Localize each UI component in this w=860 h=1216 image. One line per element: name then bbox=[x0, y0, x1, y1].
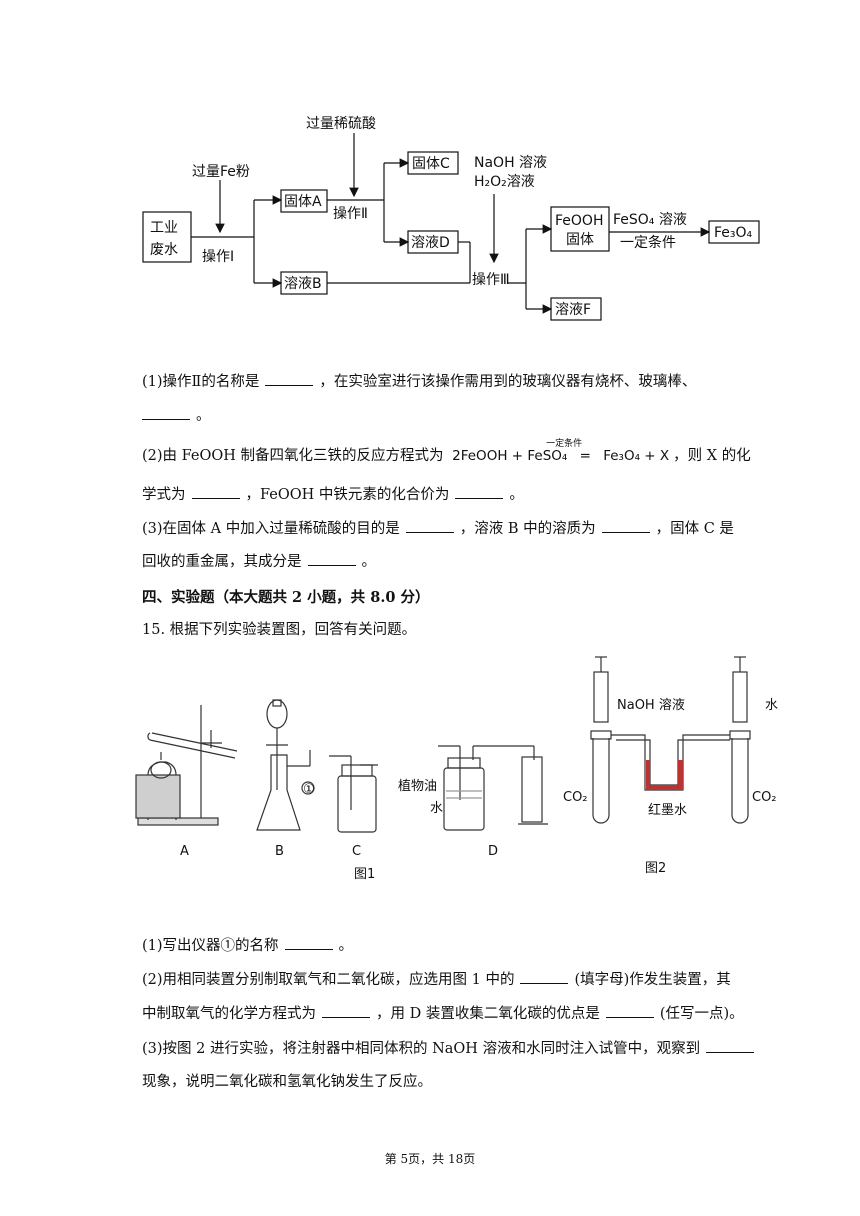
flow-reagent3-line2: H₂O₂溶液 bbox=[474, 174, 535, 190]
q14-part1-cont: 。 bbox=[142, 405, 211, 426]
flow-op2: 操作Ⅱ bbox=[333, 206, 368, 222]
answer-blank[interactable] bbox=[405, 518, 454, 533]
label-water2: 水 bbox=[765, 698, 778, 713]
flow-feooh-line2: 固体 bbox=[566, 232, 594, 248]
page-footer: 第 5页，共 18页 bbox=[384, 1152, 476, 1166]
label-water-d: 水 bbox=[430, 801, 443, 816]
flow-start-line1: 工业 bbox=[150, 220, 178, 236]
answer-blank[interactable] bbox=[142, 405, 190, 420]
q14-part2-cont: 学式为，FeOOH 中铁元素的化合价为。 bbox=[142, 484, 524, 505]
answer-blank[interactable] bbox=[284, 935, 333, 950]
q15-part3: (3)按图 2 进行实验，将注射器中相同体积的 NaOH 溶液和水同时注入试管中… bbox=[142, 1038, 760, 1059]
flow-feooh-line1: FeOOH bbox=[555, 213, 603, 229]
answer-blank[interactable] bbox=[605, 1003, 654, 1018]
flow-solidC: 固体C bbox=[412, 156, 450, 172]
flow-op3: 操作Ⅲ bbox=[472, 272, 510, 288]
answer-blank[interactable] bbox=[520, 969, 569, 984]
flow-reagent3-line1: NaOH 溶液 bbox=[474, 155, 547, 171]
q14-part2: (2)由 FeOOH 制备四氧化三铁的反应方程式为 2FeOOH + FeSO₄… bbox=[142, 439, 751, 464]
flow-start-line2: 废水 bbox=[150, 242, 178, 258]
flow-fe3o4: Fe₃O₄ bbox=[714, 225, 753, 241]
label-co2-left: CO₂ bbox=[563, 790, 588, 805]
flow-solutionB: 溶液B bbox=[284, 276, 322, 292]
q15-part2: (2)用相同装置分别制取氧气和二氧化碳，应选用图 1 中的(填字母)作发生装置，… bbox=[142, 969, 731, 990]
answer-blank[interactable] bbox=[265, 371, 314, 386]
answer-blank[interactable] bbox=[322, 1003, 370, 1018]
label-D: D bbox=[488, 844, 498, 859]
q15-stem: 15. 根据下列实验装置图，回答有关问题。 bbox=[142, 622, 417, 638]
q15-part2-cont: 中制取氧气的化学方程式为，用 D 装置收集二氧化碳的优点是(任写一点)。 bbox=[142, 1003, 744, 1024]
answer-blank[interactable] bbox=[706, 1038, 755, 1053]
answer-blank[interactable] bbox=[191, 484, 240, 499]
flow-solidA: 固体A bbox=[284, 194, 322, 210]
flow-reagent4-line1: FeSO₄ 溶液 bbox=[613, 212, 687, 228]
label-naoh: NaOH 溶液 bbox=[617, 698, 685, 713]
q14-part1: (1)操作Ⅱ的名称是，在实验室进行该操作需用到的玻璃仪器有烧杯、玻璃棒、 bbox=[142, 371, 696, 392]
label-C: C bbox=[352, 844, 361, 859]
q15-part1: (1)写出仪器①的名称。 bbox=[142, 935, 353, 956]
answer-blank[interactable] bbox=[601, 518, 650, 533]
label-A: A bbox=[180, 844, 189, 859]
flow-solutionF: 溶液F bbox=[555, 302, 591, 318]
label-circle1: ① bbox=[303, 782, 315, 797]
label-fig2: 图2 bbox=[645, 861, 666, 876]
apparatus-figure: A B C D ① 植物油 水 图1 图2 NaOH 溶液 水 CO₂ CO₂ … bbox=[135, 656, 778, 882]
answer-blank[interactable] bbox=[455, 484, 504, 499]
label-ink: 红墨水 bbox=[648, 802, 687, 818]
q15-part3-cont: 现象，说明二氧化碳和氢氧化钠发生了反应。 bbox=[142, 1074, 432, 1090]
answer-blank[interactable] bbox=[307, 551, 356, 566]
flow-op1: 操作Ⅰ bbox=[202, 249, 234, 265]
section-heading: 四、实验题（本大题共 2 小题，共 8.0 分） bbox=[142, 589, 430, 606]
label-fig1: 图1 bbox=[354, 867, 375, 882]
flow-reagent2: 过量稀硫酸 bbox=[306, 116, 376, 132]
reaction-equation: 2FeOOH + FeSO₄ 一定条件 = Fe₃O₄ + X bbox=[452, 439, 670, 464]
label-co2-right: CO₂ bbox=[752, 790, 777, 805]
process-flowchart: 工业 废水 过量Fe粉 操作Ⅰ 固体A 溶液B 过量稀硫酸 操作Ⅱ 固体C 溶液… bbox=[142, 116, 760, 321]
flow-reagent1: 过量Fe粉 bbox=[192, 164, 250, 180]
label-oil: 植物油 bbox=[398, 779, 437, 794]
flow-reagent4-line2: 一定条件 bbox=[620, 234, 676, 251]
q14-part3: (3)在固体 A 中加入过量稀硫酸的目的是，溶液 B 中的溶质为，固体 C 是 bbox=[142, 518, 734, 539]
label-B: B bbox=[275, 844, 284, 859]
q14-part3-cont: 回收的重金属，其成分是。 bbox=[142, 551, 376, 572]
flow-solutionD: 溶液D bbox=[411, 235, 450, 251]
